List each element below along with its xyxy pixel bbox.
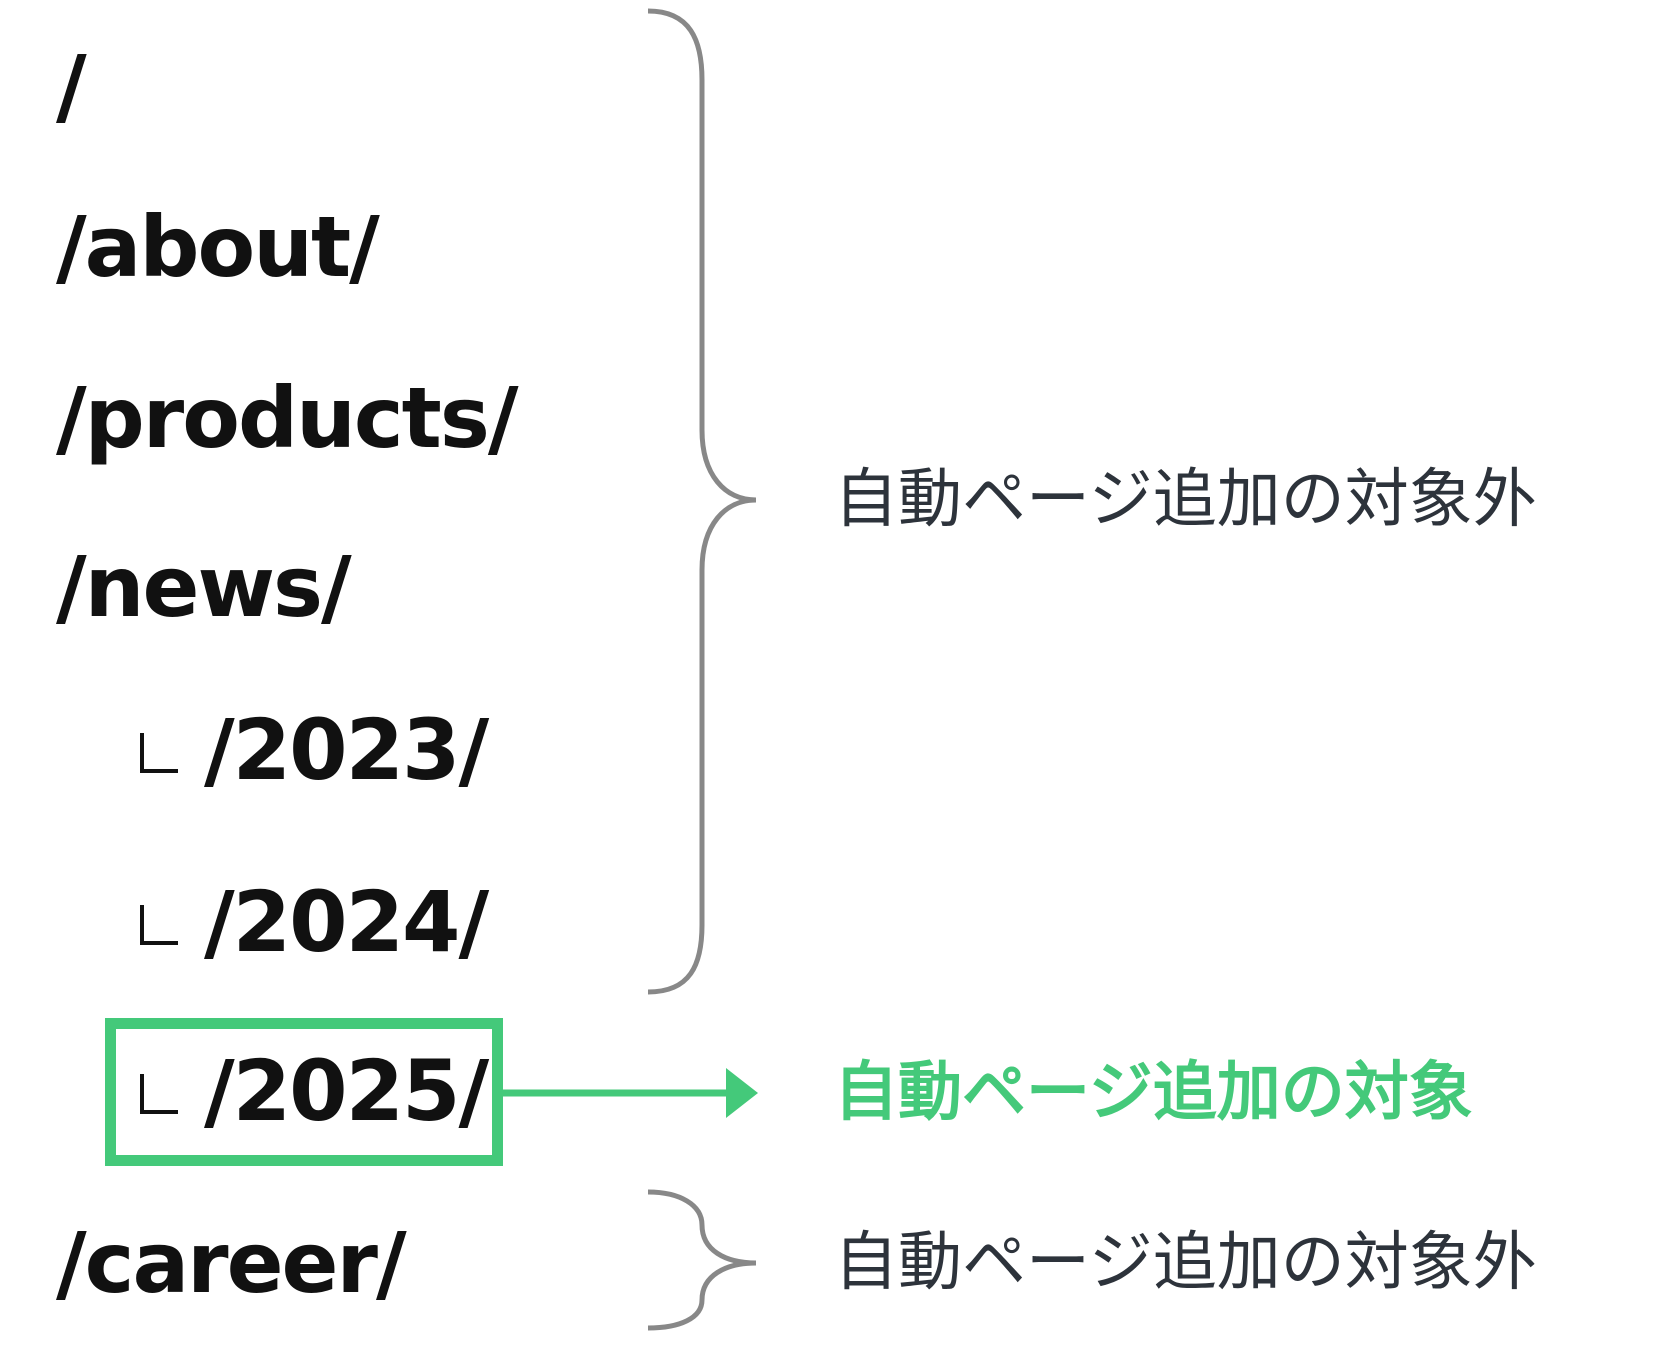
target-highlight-box: [105, 1018, 503, 1166]
path-products: /products/: [56, 369, 518, 467]
path-news-2023: /2023/: [140, 708, 489, 792]
label-target: 自動ページ追加の対象: [834, 1056, 1473, 1130]
path-news: /news/: [56, 538, 352, 636]
path-root: /: [56, 37, 87, 135]
label-excluded-top: 自動ページ追加の対象外: [834, 463, 1537, 537]
brace-top: [647, 8, 757, 995]
arrow-head: [726, 1068, 758, 1118]
path-career: /career/: [56, 1214, 407, 1312]
tree-corner-icon: [140, 905, 178, 945]
path-label: /2023/: [204, 701, 489, 799]
path-label: /2024/: [204, 873, 489, 971]
brace-bottom: [647, 1189, 757, 1331]
path-news-2024: /2024/: [140, 880, 489, 964]
path-about: /about/: [56, 198, 380, 296]
path-label: /2025/: [204, 1042, 489, 1140]
tree-corner-icon: [140, 1074, 178, 1114]
tree-corner-icon: [140, 733, 178, 773]
path-news-2025: /2025/: [140, 1049, 489, 1133]
label-excluded-bottom: 自動ページ追加の対象外: [834, 1226, 1537, 1300]
